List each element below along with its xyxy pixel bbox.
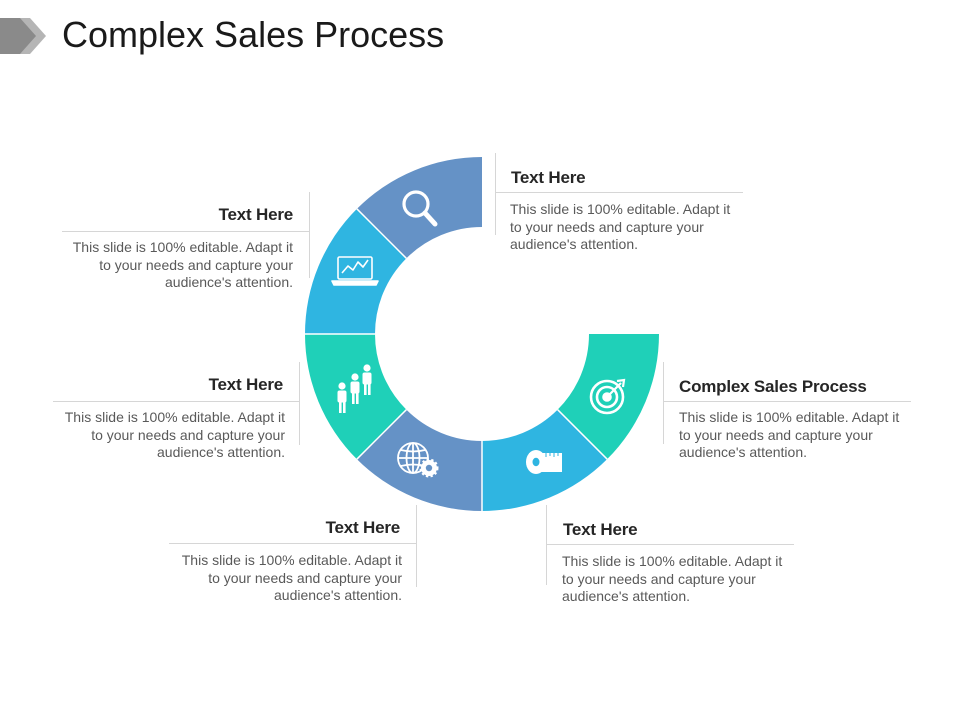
laptop-chart-icon — [331, 256, 379, 286]
block-body: This slide is 100% editable. Adapt it to… — [679, 409, 900, 460]
block-heading: Text Here — [511, 168, 586, 187]
block-body: This slide is 100% editable. Adapt it to… — [181, 552, 402, 603]
page-title: Complex Sales Process — [62, 14, 445, 55]
segment-analytics — [305, 208, 407, 334]
block-body: This slide is 100% editable. Adapt it to… — [510, 201, 731, 252]
block-heading: Complex Sales Process — [679, 377, 867, 396]
segment-search — [356, 156, 482, 259]
title-chevrons-icon — [0, 18, 46, 54]
block-heading: Text Here — [208, 375, 284, 394]
block-heading: Text Here — [563, 520, 638, 539]
block-heading: Text Here — [325, 518, 401, 537]
segment-people — [305, 334, 407, 460]
people-group-icon — [337, 364, 372, 413]
block-body: This slide is 100% editable. Adapt it to… — [562, 553, 783, 604]
magnifier-icon — [402, 190, 438, 227]
tape-measure-icon — [526, 450, 562, 474]
block-body: This slide is 100% editable. Adapt it to… — [72, 239, 293, 290]
target-icon — [589, 378, 626, 415]
block-body: This slide is 100% editable. Adapt it to… — [64, 409, 285, 460]
globe-gear-icon — [397, 442, 439, 478]
block-heading: Text Here — [218, 205, 294, 224]
